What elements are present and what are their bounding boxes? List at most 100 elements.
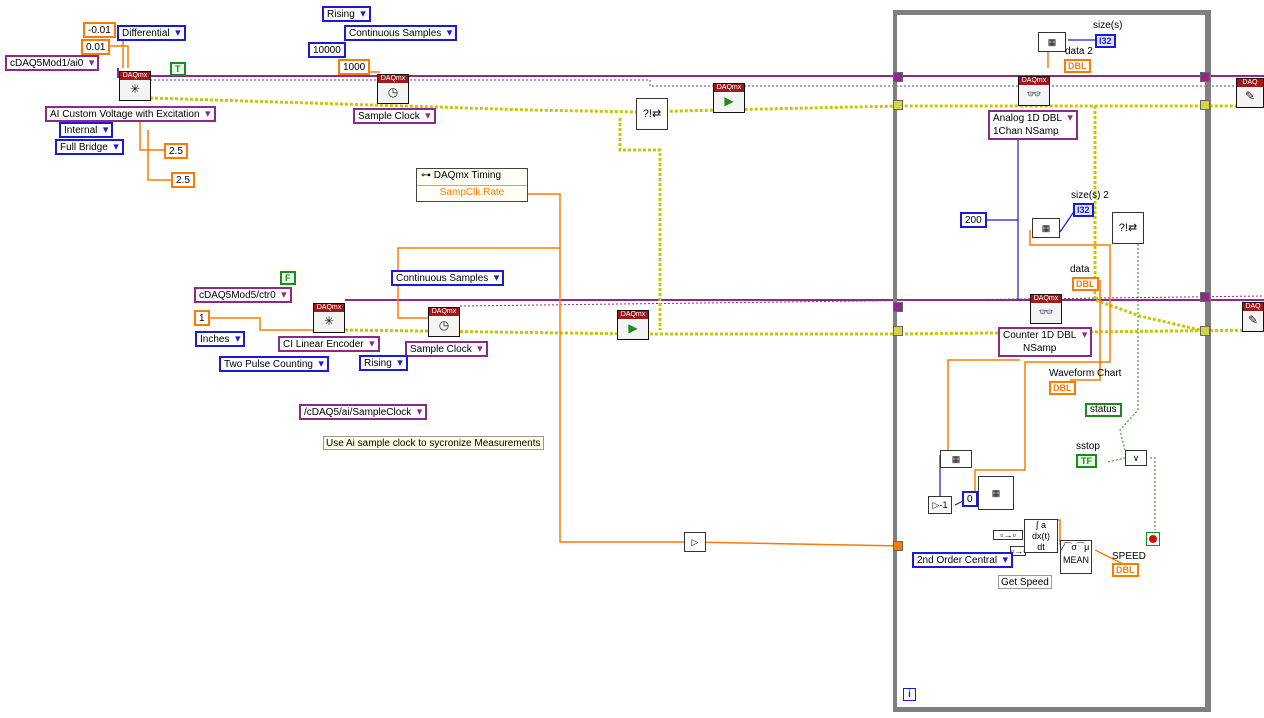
ci-sample-mode-ring[interactable]: Continuous Samples bbox=[391, 270, 505, 286]
ai-physical-channel-constant[interactable]: cDAQ5Mod1/ai0 bbox=[5, 55, 100, 71]
loop-error-wire bbox=[1093, 106, 1201, 332]
samp-rate-wire bbox=[528, 193, 901, 547]
max-val-constant[interactable]: 0.01 bbox=[81, 39, 111, 55]
daqmx-read-ci-vi[interactable]: DAQmx👓 bbox=[1030, 294, 1062, 324]
sync-comment: Use Ai sample clock to sycronize Measure… bbox=[323, 436, 544, 450]
data-wire bbox=[974, 50, 1111, 496]
daqmx-ci-timing-vi[interactable]: DAQmx◷ bbox=[428, 307, 460, 337]
false-constant[interactable]: F bbox=[280, 271, 296, 285]
waveform-chart-indicator: DBL bbox=[1049, 381, 1076, 395]
ai-error-wire bbox=[149, 96, 1264, 114]
status-wire bbox=[1119, 216, 1139, 451]
daqmx-create-ai-channel-vi[interactable]: DAQmx✳ bbox=[119, 71, 151, 101]
clear-task-icon: ✎ bbox=[1244, 89, 1256, 103]
status-unbundle[interactable]: status bbox=[1085, 403, 1122, 417]
daqmx-start-ai-task-vi[interactable]: DAQmx▶ bbox=[713, 83, 745, 113]
bridge-config-ring[interactable]: Full Bridge bbox=[55, 139, 124, 155]
get-speed-label: Get Speed bbox=[998, 575, 1052, 589]
reciprocal-function-icon[interactable]: ▷ bbox=[684, 532, 706, 552]
clear-task-icon: ✎ bbox=[1247, 313, 1259, 327]
ai-timing-type-ring[interactable]: Sample Clock bbox=[353, 108, 436, 124]
ci-task-out-tunnel bbox=[1200, 292, 1210, 302]
daqmx-start-ci-task-vi[interactable]: DAQmx▶ bbox=[617, 310, 649, 340]
ci-counter-constant[interactable]: cDAQ5Mod5/ctr0 bbox=[194, 287, 292, 303]
index-constant[interactable]: 0 bbox=[962, 491, 978, 507]
loop-condition-terminal[interactable] bbox=[1146, 532, 1160, 546]
ai-case-selector-icon[interactable]: ?!⇄ bbox=[636, 98, 668, 130]
size-wire bbox=[1059, 39, 1095, 233]
loop-case-selector-icon[interactable]: ?!⇄ bbox=[1112, 212, 1144, 244]
one-wire bbox=[205, 317, 320, 331]
daqmx-clear-ai-task-vi[interactable]: DAQ✎ bbox=[1236, 78, 1264, 108]
decrement-icon[interactable]: ▷-1 bbox=[928, 496, 952, 514]
one-constant[interactable]: 1 bbox=[194, 310, 210, 326]
stop-button-label: sstop bbox=[1076, 441, 1100, 452]
ci-edge-ring[interactable]: Rising bbox=[359, 355, 408, 371]
stop-button-terminal[interactable]: TF bbox=[1076, 454, 1097, 468]
data-indicator-label: data bbox=[1070, 264, 1090, 275]
samp-clk-rate-property: SampClk.Rate bbox=[439, 187, 505, 198]
ci-clock-source-constant[interactable]: /cDAQ5/ai/SampleClock bbox=[299, 404, 428, 420]
excitation-value-constant-2[interactable]: 2.5 bbox=[171, 172, 195, 188]
iteration-terminal: i bbox=[903, 688, 916, 701]
daqmx-timing-vi[interactable]: DAQmx◷ bbox=[377, 74, 409, 104]
ci-timing-type-ring[interactable]: Sample Clock bbox=[405, 341, 488, 357]
waveform-chart-label: Waveform Chart bbox=[1049, 368, 1122, 379]
counter-read-mode-ring[interactable]: Counter 1D DBL NSamp bbox=[998, 327, 1093, 357]
analog-read-mode-ring[interactable]: Analog 1D DBL 1Chan NSamp bbox=[988, 110, 1078, 140]
create-channel-icon: ✳ bbox=[129, 82, 141, 96]
stop-condition-icon bbox=[1149, 535, 1157, 543]
excitation-value-constant[interactable]: 2.5 bbox=[164, 143, 188, 159]
daqmx-clear-ci-task-vi[interactable]: DAQ✎ bbox=[1242, 302, 1264, 332]
property-node-title: ⊶ DAQmx Timing bbox=[417, 169, 527, 186]
start-play-icon: ▶ bbox=[628, 321, 638, 335]
mean-symbol: ⁄⁀σ⁀μ bbox=[1062, 542, 1090, 552]
excitation-wire bbox=[139, 120, 173, 181]
ci-units-ring[interactable]: Inches bbox=[195, 331, 246, 347]
ai-task-wire bbox=[117, 68, 1264, 78]
ai-error-wire-2 bbox=[618, 118, 662, 330]
min-val-constant[interactable]: -0.01 bbox=[83, 22, 116, 38]
samples-wire bbox=[985, 140, 1019, 300]
speed-indicator-label: SPEED bbox=[1112, 551, 1146, 562]
ci-task-tunnel bbox=[893, 302, 903, 312]
data2-indicator: DBL bbox=[1064, 59, 1091, 73]
shift-register-left bbox=[893, 326, 903, 336]
size2-indicator-label: size(s) 2 bbox=[1071, 190, 1109, 201]
array-size-icon[interactable]: ▦ bbox=[1038, 32, 1066, 52]
read-glasses-icon: 👓 bbox=[1038, 305, 1054, 319]
chart-wire bbox=[947, 280, 1101, 450]
true-constant[interactable]: T bbox=[170, 62, 186, 76]
ai-sample-mode-ring[interactable]: Continuous Samples bbox=[344, 25, 458, 41]
buffer-size-constant[interactable]: 10000 bbox=[308, 42, 346, 58]
ai-edge-ring[interactable]: Rising bbox=[322, 6, 371, 22]
ai-measurement-type-ring[interactable]: AI Custom Voltage with Excitation bbox=[45, 106, 216, 122]
subset-array-icon[interactable]: ▦ bbox=[978, 476, 1014, 510]
rate-constant[interactable]: 1000 bbox=[338, 59, 371, 75]
ci-decoding-ring[interactable]: Two Pulse Counting bbox=[219, 356, 329, 372]
daqmx-timing-property-node[interactable]: ⊶ DAQmx Timing SampClk.Rate bbox=[416, 168, 528, 202]
build-cluster-icon[interactable]: ▫→▫ bbox=[993, 530, 1023, 540]
excitation-source-ring[interactable]: Internal bbox=[59, 122, 114, 138]
array-size-icon-2[interactable]: ▦ bbox=[1032, 218, 1060, 238]
data2-indicator-label: data 2 bbox=[1065, 46, 1093, 57]
create-channel-icon: ✳ bbox=[323, 314, 335, 328]
ci-measurement-type-ring[interactable]: CI Linear Encoder bbox=[278, 336, 380, 352]
size-indicator: I32 bbox=[1095, 34, 1116, 48]
clock-icon: ◷ bbox=[438, 318, 450, 332]
speed-indicator: DBL bbox=[1112, 563, 1139, 577]
daqmx-read-ai-vi[interactable]: DAQmx👓 bbox=[1018, 76, 1050, 106]
or-function-icon[interactable]: ∨ bbox=[1125, 450, 1147, 466]
start-play-icon: ▶ bbox=[724, 94, 734, 108]
rate-tunnel bbox=[893, 541, 903, 551]
array-size-icon-3[interactable]: ▦ bbox=[940, 450, 972, 468]
shift-register-right bbox=[1200, 326, 1210, 336]
daqmx-create-ci-channel-vi[interactable]: DAQmx✳ bbox=[313, 303, 345, 333]
samples-per-read-constant[interactable]: 200 bbox=[960, 212, 987, 228]
ai-error-tunnel bbox=[893, 100, 903, 110]
derivative-method-ring[interactable]: 2nd Order Central bbox=[912, 552, 1014, 568]
terminal-config-ring[interactable]: Differential bbox=[117, 25, 186, 41]
